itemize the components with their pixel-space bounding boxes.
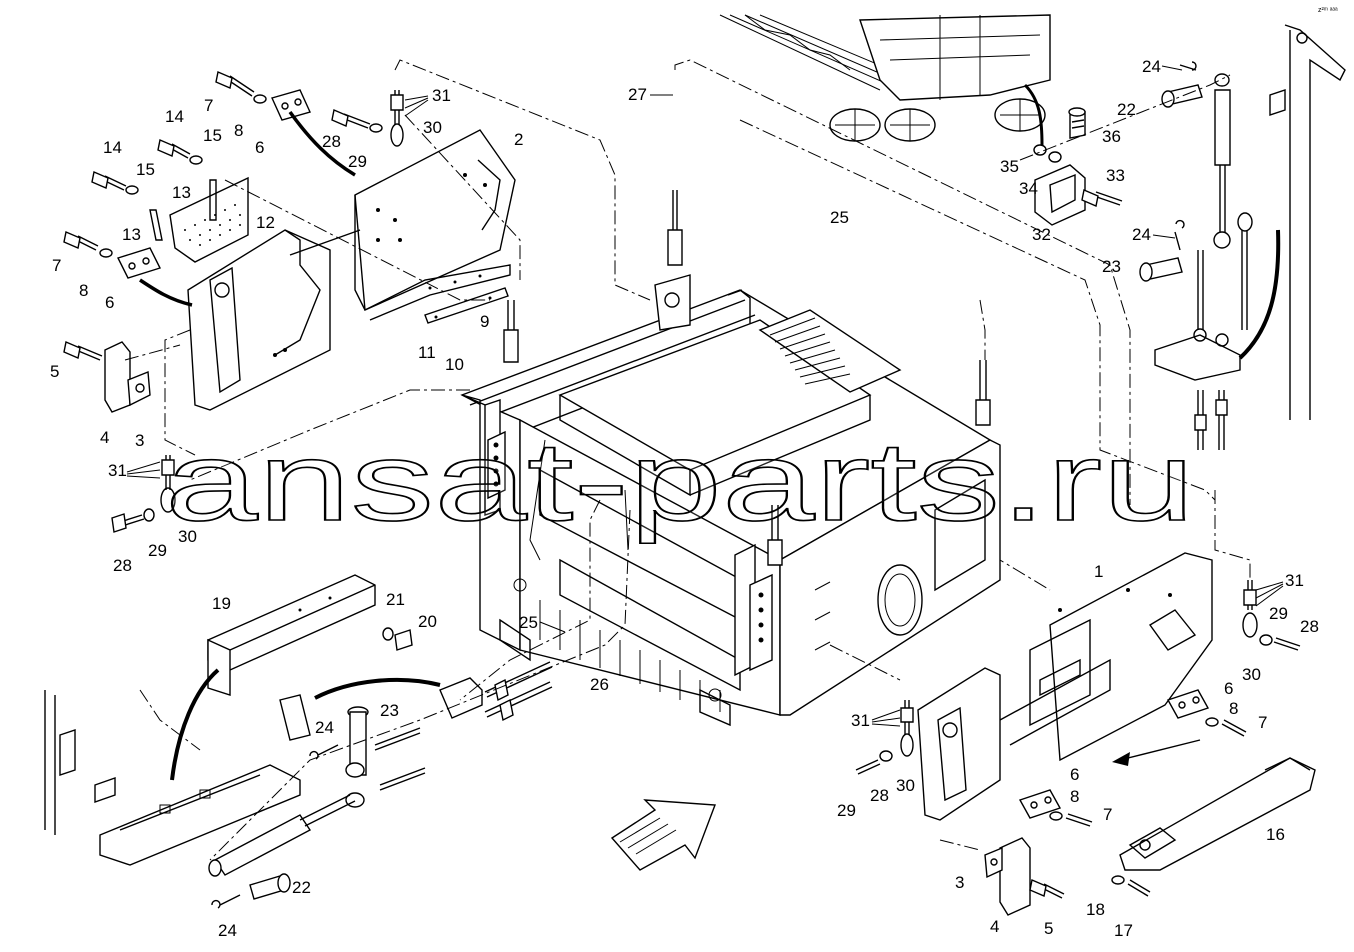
callout-24: 24 [218, 921, 237, 940]
callout-31: 31 [432, 86, 451, 105]
corner-code: z²ᵐ ᵃᵃᵃ [1318, 7, 1338, 14]
callout-24: 24 [1142, 57, 1161, 76]
side-plate-right [855, 552, 1316, 916]
callout-20: 20 [418, 612, 437, 631]
callout-11: 11 [418, 343, 436, 362]
callout-25: 25 [519, 613, 538, 632]
callout-22: 22 [1117, 100, 1136, 119]
direction-arrow-icon [610, 799, 716, 871]
callout-23: 23 [1102, 257, 1121, 276]
callout-7: 7 [1103, 805, 1112, 824]
callout-27: 27 [628, 85, 647, 104]
leader-arcs [139, 83, 1281, 781]
callout-leaders [126, 65, 1284, 727]
callout-7: 7 [52, 256, 61, 275]
callout-30: 30 [178, 527, 197, 546]
callout-34: 34 [1019, 179, 1038, 198]
side-plate-left [149, 176, 361, 411]
callout-32: 32 [1032, 225, 1051, 244]
callout-29: 29 [837, 801, 856, 820]
callout-36: 36 [1102, 127, 1121, 146]
callout-31: 31 [1285, 571, 1304, 590]
callout-30: 30 [896, 776, 915, 795]
assembly-centerlines [124, 59, 1251, 861]
callout-22: 22 [292, 878, 311, 897]
callout-17: 17 [1114, 921, 1133, 940]
callout-3: 3 [955, 873, 964, 892]
callout-19: 19 [212, 594, 231, 613]
callout-15: 15 [136, 160, 155, 179]
left-fasteners [63, 71, 311, 533]
callout-8: 8 [79, 281, 88, 300]
callout-24: 24 [1132, 225, 1151, 244]
callout-13: 13 [122, 225, 141, 244]
callout-29: 29 [348, 152, 367, 171]
callout-26: 26 [590, 675, 609, 694]
callout-2: 2 [514, 130, 523, 149]
callout-25: 25 [830, 208, 849, 227]
callout-9: 9 [480, 312, 489, 331]
callout-1: 1 [1094, 562, 1103, 581]
tracks-unit [719, 14, 1051, 142]
callout-12: 12 [256, 213, 275, 232]
callout-15: 15 [203, 126, 222, 145]
callout-4: 4 [990, 917, 999, 936]
side-plate-upper [354, 129, 516, 324]
callout-8: 8 [1070, 787, 1079, 806]
callout-8: 8 [1229, 699, 1238, 718]
callout-4: 4 [100, 428, 109, 447]
callout-30: 30 [423, 118, 442, 137]
chassis-frame [460, 190, 1001, 727]
upper-center-fasteners [331, 90, 404, 147]
lower-left-assembly [44, 574, 553, 909]
callout-31: 31 [851, 711, 870, 730]
callout-5: 5 [50, 362, 59, 381]
callout-7: 7 [204, 96, 213, 115]
callout-23: 23 [380, 701, 399, 720]
callout-5: 5 [1044, 919, 1053, 938]
callout-33: 33 [1106, 166, 1125, 185]
callout-28: 28 [870, 786, 889, 805]
callout-31: 31 [108, 461, 127, 480]
callout-16: 16 [1266, 825, 1285, 844]
callout-6: 6 [105, 293, 114, 312]
callout-29: 29 [1269, 604, 1288, 623]
callout-14: 14 [165, 107, 184, 126]
callout-3: 3 [135, 431, 144, 450]
callout-28: 28 [322, 132, 341, 151]
callout-6: 6 [1070, 765, 1079, 784]
callout-7: 7 [1258, 713, 1267, 732]
callout-labels: 7 8 6 14 15 14 15 13 13 12 7 8 6 5 4 3 3… [50, 57, 1319, 940]
callout-30: 30 [1242, 665, 1261, 684]
callout-29: 29 [148, 541, 167, 560]
callout-21: 21 [386, 590, 405, 609]
callout-18: 18 [1086, 900, 1105, 919]
callout-6: 6 [255, 138, 264, 157]
callout-28: 28 [113, 556, 132, 575]
callout-14: 14 [103, 138, 122, 157]
callout-8: 8 [234, 121, 243, 140]
callout-24: 24 [315, 718, 334, 737]
watermark: ansat-parts.ru [165, 419, 1195, 544]
callout-35: 35 [1000, 157, 1019, 176]
callout-10: 10 [445, 355, 464, 374]
callout-28: 28 [1300, 617, 1319, 636]
callout-6: 6 [1224, 679, 1233, 698]
callout-13: 13 [172, 183, 191, 202]
right-top-assembly [1033, 24, 1346, 450]
